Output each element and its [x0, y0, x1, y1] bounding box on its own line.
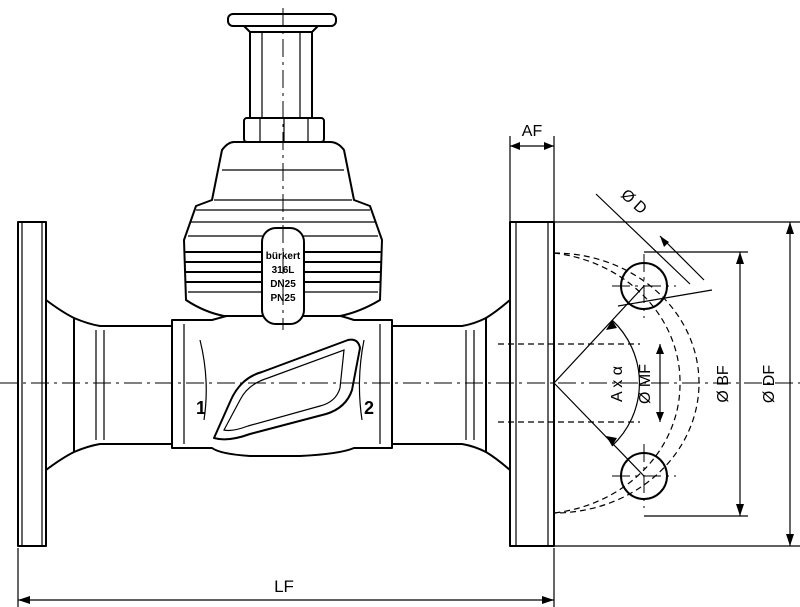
- port-outlet-label: 2: [364, 398, 374, 418]
- left-pipe: [73, 317, 173, 453]
- valve-body: [171, 307, 393, 457]
- marking-dn: DN25: [270, 279, 296, 290]
- left-flange: [17, 221, 75, 547]
- centre-lines: [0, 8, 800, 384]
- stem-fitting: [227, 13, 337, 143]
- dim-df-label: Ø DF: [761, 365, 778, 403]
- flange-face-view: [498, 252, 700, 514]
- right-pipe: [391, 317, 487, 453]
- dim-af-label: AF: [522, 123, 543, 140]
- marking-brand: bürkert: [266, 251, 301, 262]
- dimension-lines: [17, 136, 800, 607]
- dim-d-label: Ø D: [617, 186, 650, 218]
- marking-text: bürkert 316L DN25 PN25: [266, 251, 301, 304]
- dim-bolt-pattern-label: A x α: [609, 366, 626, 402]
- marking-pn: PN25: [270, 293, 295, 304]
- marking-material: 316L: [272, 265, 295, 276]
- port-inlet-label: 1: [196, 398, 206, 418]
- dim-bf-label: Ø BF: [715, 365, 732, 403]
- dim-mf-label: Ø MF: [637, 364, 654, 404]
- right-flange: [485, 221, 555, 547]
- dim-lf-label: LF: [274, 577, 294, 596]
